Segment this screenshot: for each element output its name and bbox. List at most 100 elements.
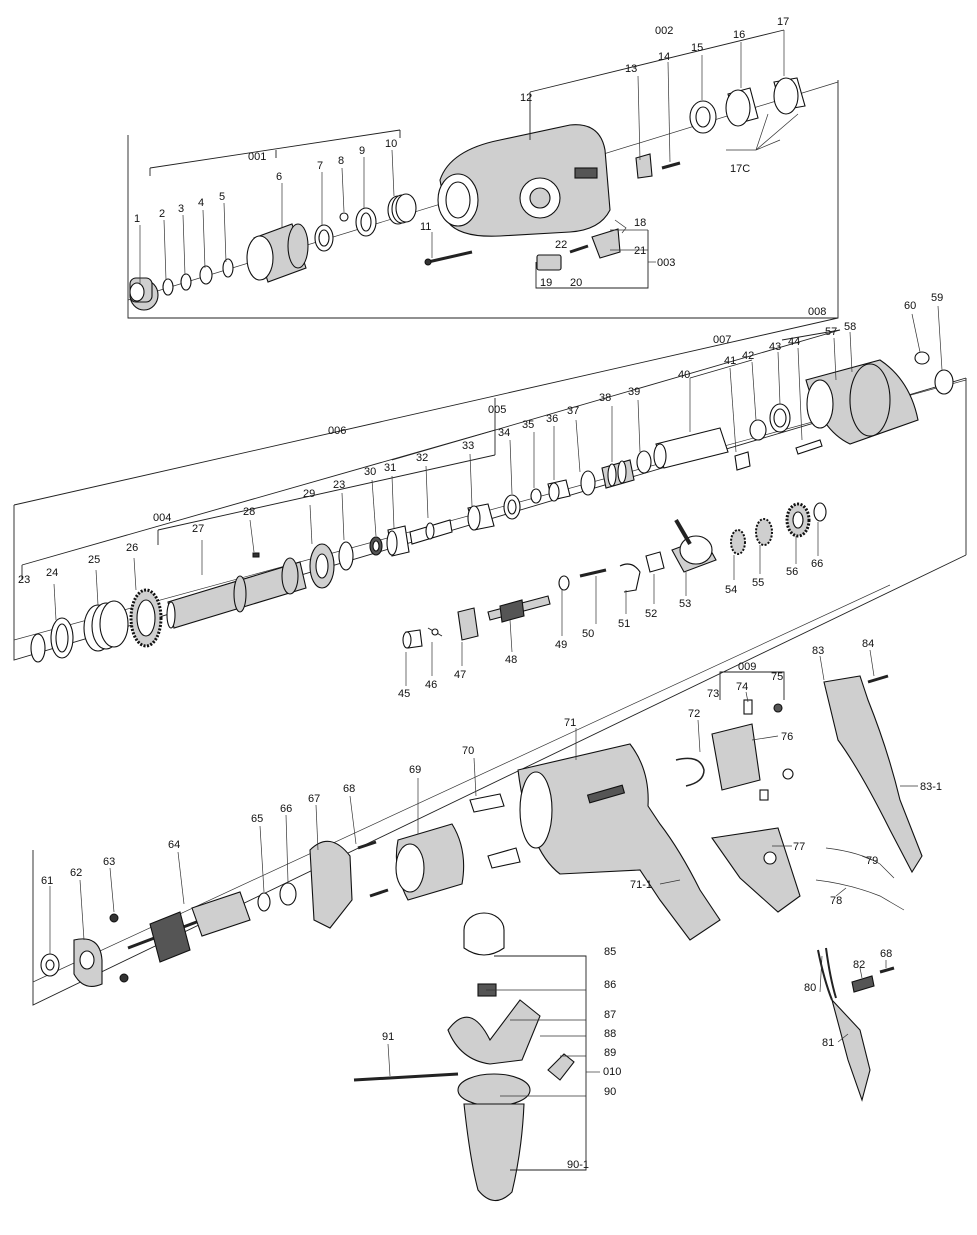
label-76: 76 xyxy=(781,731,793,743)
label-5: 5 xyxy=(219,191,225,203)
label-41: 41 xyxy=(724,355,736,367)
label-19: 19 xyxy=(540,277,552,289)
label-008: 008 xyxy=(808,306,826,318)
label-50: 50 xyxy=(582,628,594,640)
label-16: 16 xyxy=(733,29,745,41)
label-18: 18 xyxy=(634,217,646,229)
label-86: 86 xyxy=(604,979,616,991)
label-23a: 23 xyxy=(18,574,30,586)
label-001: 001 xyxy=(248,151,266,163)
label-42: 42 xyxy=(742,350,754,362)
label-11: 11 xyxy=(420,221,431,233)
label-38: 38 xyxy=(599,392,611,404)
label-64: 64 xyxy=(168,839,180,851)
label-45: 45 xyxy=(398,688,410,700)
label-15: 15 xyxy=(691,42,703,54)
label-34: 34 xyxy=(498,427,510,439)
label-43: 43 xyxy=(769,341,781,353)
label-17c: 17C xyxy=(730,163,750,175)
label-23b: 23 xyxy=(333,479,345,491)
label-010: 010 xyxy=(603,1066,621,1078)
label-88: 88 xyxy=(604,1028,616,1040)
label-68a: 68 xyxy=(343,783,355,795)
label-32: 32 xyxy=(416,452,428,464)
label-51: 51 xyxy=(618,618,630,630)
label-72: 72 xyxy=(688,708,700,720)
label-7: 7 xyxy=(317,160,323,172)
label-61: 61 xyxy=(41,875,53,887)
label-36: 36 xyxy=(546,413,558,425)
label-60: 60 xyxy=(904,300,916,312)
label-80: 80 xyxy=(804,982,816,994)
label-65: 65 xyxy=(251,813,263,825)
label-35: 35 xyxy=(522,419,534,431)
label-47: 47 xyxy=(454,669,466,681)
label-10: 10 xyxy=(385,138,397,150)
label-73: 73 xyxy=(707,688,719,700)
label-6: 6 xyxy=(276,171,282,183)
label-20: 20 xyxy=(570,277,582,289)
label-57: 57 xyxy=(825,326,837,338)
label-55: 55 xyxy=(752,577,764,589)
label-89: 89 xyxy=(604,1047,616,1059)
label-26: 26 xyxy=(126,542,138,554)
label-003: 003 xyxy=(657,257,675,269)
label-002: 002 xyxy=(655,25,673,37)
label-39: 39 xyxy=(628,386,640,398)
label-67: 67 xyxy=(308,793,320,805)
label-74: 74 xyxy=(736,681,748,693)
label-53: 53 xyxy=(679,598,691,610)
label-79: 79 xyxy=(866,855,878,867)
label-8: 8 xyxy=(338,155,344,167)
label-31: 31 xyxy=(384,462,396,474)
label-59: 59 xyxy=(931,292,943,304)
front-chuck-parts xyxy=(129,77,806,311)
label-63: 63 xyxy=(103,856,115,868)
label-91: 91 xyxy=(382,1031,394,1043)
label-24: 24 xyxy=(46,567,58,579)
label-83-1: 83-1 xyxy=(920,781,942,793)
label-44: 44 xyxy=(788,336,800,348)
label-77: 77 xyxy=(793,841,805,853)
label-33: 33 xyxy=(462,440,474,452)
label-69: 69 xyxy=(409,764,421,776)
leader-lines xyxy=(21,29,943,1171)
label-66a: 66 xyxy=(811,558,823,570)
label-70: 70 xyxy=(462,745,474,757)
label-3: 3 xyxy=(178,203,184,215)
label-85: 85 xyxy=(604,946,616,958)
label-22: 22 xyxy=(555,239,567,251)
label-009: 009 xyxy=(738,661,756,673)
label-28: 28 xyxy=(243,506,255,518)
spindle-gear-parts xyxy=(30,351,954,663)
label-17: 17 xyxy=(777,16,789,28)
label-37: 37 xyxy=(567,405,579,417)
label-9: 9 xyxy=(359,145,365,157)
label-12: 12 xyxy=(520,92,532,104)
label-14: 14 xyxy=(658,51,670,63)
label-005: 005 xyxy=(488,404,506,416)
label-68b: 68 xyxy=(880,948,892,960)
label-1: 1 xyxy=(134,213,140,225)
label-62: 62 xyxy=(70,867,82,879)
label-007: 007 xyxy=(713,334,731,346)
label-58: 58 xyxy=(844,321,856,333)
label-87: 87 xyxy=(604,1009,616,1021)
label-40: 40 xyxy=(678,369,690,381)
label-71-1: 71-1 xyxy=(630,879,652,891)
label-90: 90 xyxy=(604,1086,616,1098)
motor-housing-parts xyxy=(40,674,923,1202)
label-90-1: 90-1 xyxy=(567,1159,589,1171)
label-30: 30 xyxy=(364,466,376,478)
label-4: 4 xyxy=(198,197,204,209)
label-25: 25 xyxy=(88,554,100,566)
label-13: 13 xyxy=(625,63,637,75)
label-84: 84 xyxy=(862,638,874,650)
label-27: 27 xyxy=(192,523,204,535)
label-004: 004 xyxy=(153,512,171,524)
label-78: 78 xyxy=(830,895,842,907)
label-21: 21 xyxy=(634,245,646,257)
label-52: 52 xyxy=(645,608,657,620)
label-54: 54 xyxy=(725,584,737,596)
